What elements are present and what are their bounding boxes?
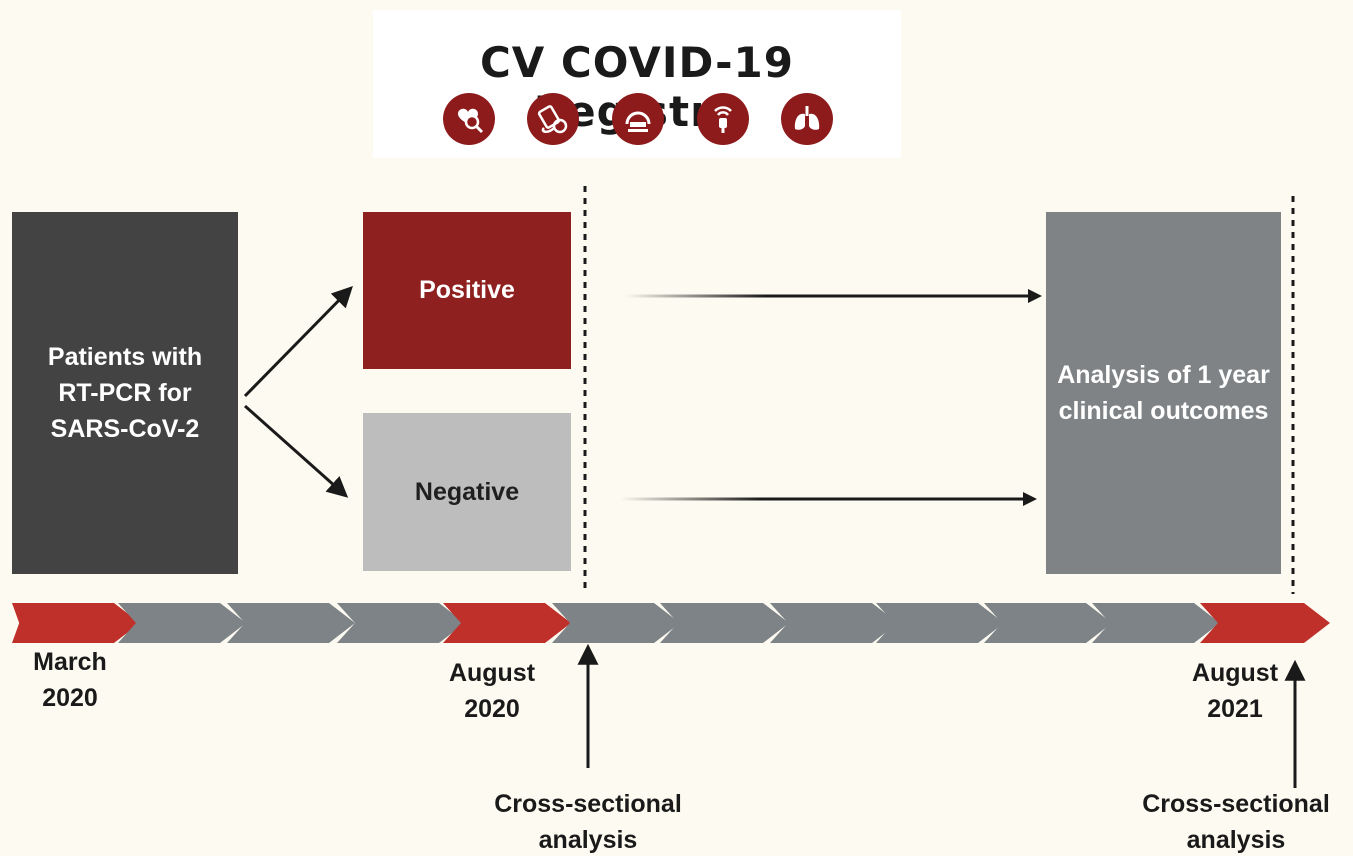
timeline-chevron — [12, 603, 140, 643]
lungs-icon — [781, 93, 833, 145]
positive-followup-arrowhead — [1028, 289, 1042, 303]
arrow-to-negative — [244, 404, 349, 498]
timeline-chevron — [770, 603, 898, 643]
negative-label: Negative — [414, 477, 520, 506]
positive-label: Positive — [419, 276, 515, 304]
blood-pressure-icon — [527, 93, 579, 145]
timeline-chevron — [227, 603, 355, 643]
negative-box: Negative — [363, 413, 571, 571]
outcomes-label: Analysis of 1 year clinical outcomes — [1057, 361, 1270, 425]
timeline-chevron — [984, 603, 1112, 643]
positive-followup-line — [625, 294, 1030, 298]
stethoscope-heart-icon — [443, 93, 495, 145]
timeline-end-label: August 2021 — [1191, 659, 1279, 723]
timeline-chevrons — [12, 603, 1330, 643]
timeline-chevron — [876, 603, 1004, 643]
ct-scanner-icon — [612, 93, 664, 145]
timeline-chevron — [660, 603, 789, 643]
timeline-mid-label: August 2020 — [448, 659, 536, 723]
negative-followup-line — [620, 497, 1025, 501]
timeline-chevron — [118, 603, 246, 643]
timeline-chevron — [443, 603, 571, 643]
timeline-chevron — [1092, 603, 1220, 643]
timeline-chevron — [1200, 603, 1330, 643]
registry-header: CV COVID-19 Registry — [373, 10, 901, 158]
negative-followup-arrowhead — [1023, 492, 1037, 506]
patients-label: Patients with RT-PCR for SARS-CoV-2 — [47, 343, 203, 443]
timeline-chevron — [552, 603, 680, 643]
outcomes-box: Analysis of 1 year clinical outcomes — [1046, 212, 1281, 574]
arrow-to-positive — [243, 286, 353, 398]
cross-sectional-label-1: Cross-sectional analysis — [494, 790, 682, 854]
timeline-start-label: March 2020 — [33, 648, 107, 712]
timeline-chevron — [337, 603, 465, 643]
patients-box: Patients with RT-PCR for SARS-CoV-2 — [12, 212, 238, 574]
cross-sectional-label-2: Cross-sectional analysis — [1142, 790, 1330, 854]
positive-box: Positive — [363, 212, 571, 369]
ultrasound-probe-icon — [697, 93, 749, 145]
